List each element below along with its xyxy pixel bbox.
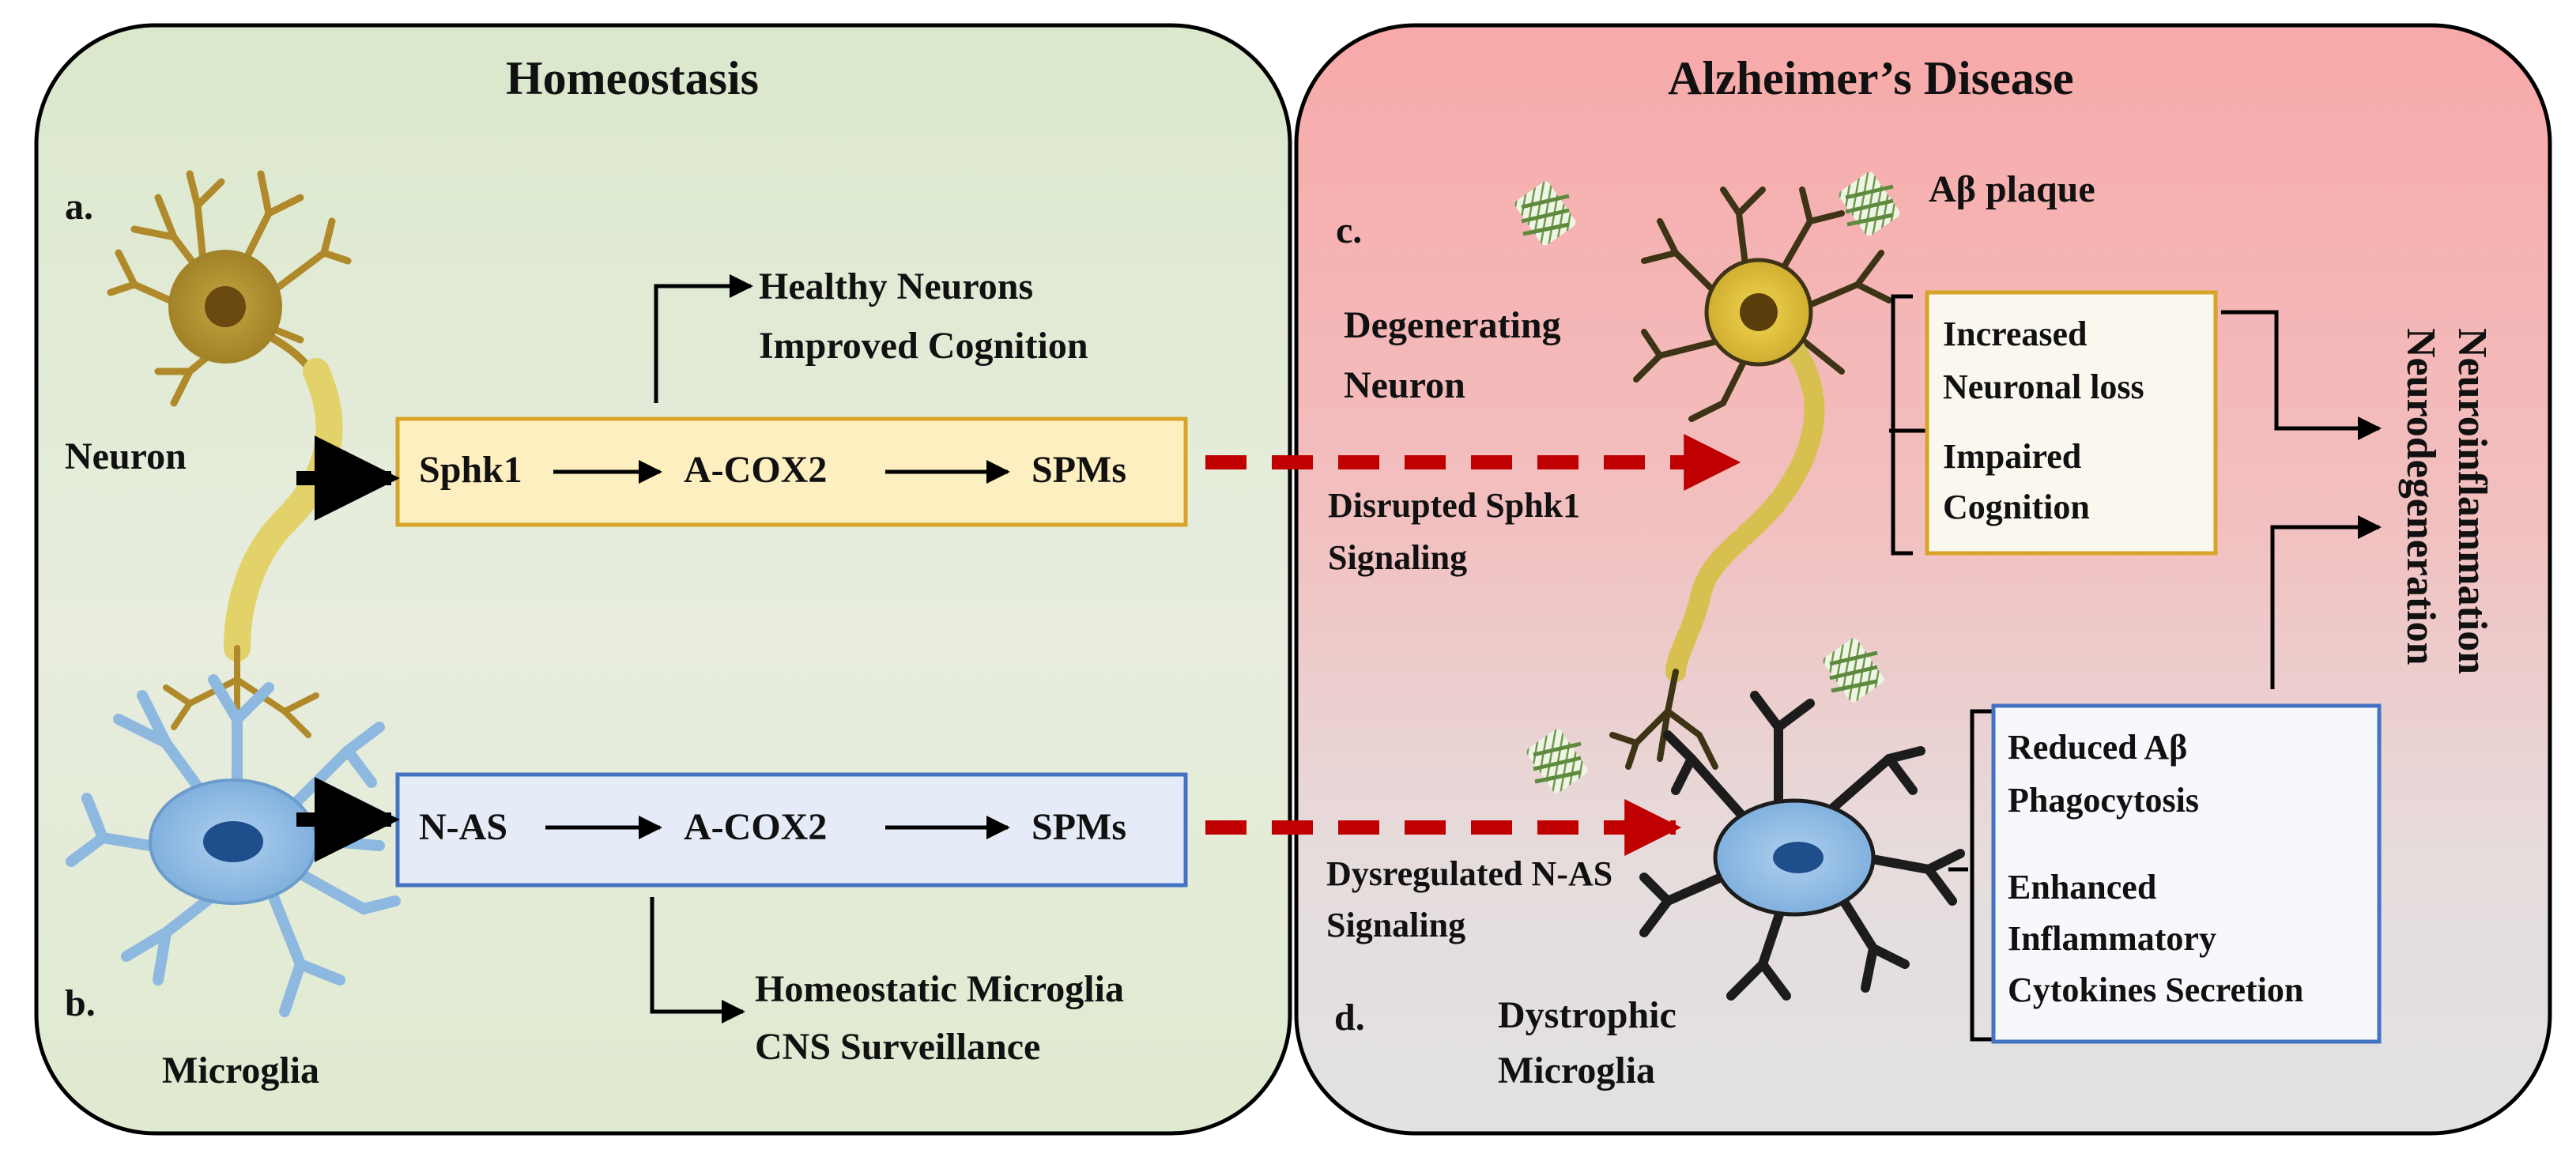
- neuron-effect-1: Increased: [1943, 315, 2088, 353]
- neuron-outcome-line-2: Improved Cognition: [759, 325, 1088, 367]
- microglia-nucleus: [203, 821, 263, 862]
- neuron-effect-4: Cognition: [1943, 488, 2090, 526]
- neuron-effect-2: Neuronal loss: [1943, 368, 2144, 406]
- neuron-label: Neuron: [65, 435, 187, 477]
- microglia-effect-5: Cytokines Secretion: [2008, 971, 2304, 1009]
- disrupted-sphk1-label-1: Disrupted Sphk1: [1328, 486, 1581, 525]
- disrupted-sphk1-label-2: Signaling: [1328, 538, 1468, 577]
- pathway-b-step-2: A-COX2: [684, 806, 828, 848]
- microglia-effect-3: Enhanced: [2008, 868, 2157, 907]
- microglia-outcome-line-2: CNS Surveillance: [755, 1026, 1041, 1068]
- microglia-outcome-arrow: [650, 897, 745, 1023]
- dystrophic-microglia-nucleus: [1773, 842, 1824, 873]
- microglia-effect-1: Reduced Aβ: [2008, 728, 2188, 767]
- microglia-effects-to-outcome-arrow: [2270, 515, 2382, 689]
- neuron-effect-3: Impaired: [1943, 437, 2082, 476]
- outcome-neuroinflammation: Neuroinflammation: [2450, 328, 2495, 675]
- alzheimers-title: Alzheimer’s Disease: [1668, 52, 2074, 104]
- neuron-effects-box: [1925, 290, 2218, 556]
- homeostasis-title: Homeostasis: [506, 52, 759, 104]
- degenerating-neuron-label-1: Degenerating: [1344, 304, 1561, 346]
- neuron-pathway-box: [395, 417, 1188, 527]
- microglia-effect-4: Inflammatory: [2008, 919, 2216, 958]
- neuron-outcome-arrow: [654, 274, 753, 403]
- microglia-pathway-box: [395, 772, 1188, 888]
- neuron-effects-to-outcome-arrow: [2221, 310, 2382, 440]
- microglia-effects-box: [1991, 703, 2382, 1044]
- neuron-icon: [107, 170, 352, 738]
- plaque-label: Aβ plaque: [1929, 168, 2095, 210]
- pathway-b-step-3: SPMs: [1032, 806, 1126, 848]
- microglia-outcome-line-1: Homeostatic Microglia: [755, 968, 1124, 1010]
- microglia-label: Microglia: [162, 1050, 320, 1091]
- dysregulated-nas-label-2: Signaling: [1326, 906, 1466, 944]
- dystrophic-microglia-label-1: Dystrophic: [1498, 994, 1676, 1036]
- pathway-a-step-3: SPMs: [1032, 449, 1126, 491]
- pathway-b-step-1: N-AS: [419, 806, 508, 848]
- dystrophic-microglia-label-2: Microglia: [1498, 1050, 1656, 1091]
- degenerating-neuron-icon: [1609, 187, 1892, 770]
- panel-a-tag: a.: [65, 186, 93, 228]
- microglia-effect-2: Phagocytosis: [2008, 781, 2199, 820]
- bracket-icon: [1948, 709, 1992, 1042]
- degenerating-neuron-label-2: Neuron: [1344, 364, 1465, 406]
- neuron-nucleus: [205, 286, 246, 327]
- degenerating-neuron-nucleus: [1740, 293, 1778, 331]
- panel-b-tag: b.: [65, 982, 96, 1024]
- pathway-a-step-2: A-COX2: [684, 449, 828, 491]
- pathway-a-step-1: Sphk1: [419, 449, 522, 491]
- panel-d-tag: d.: [1334, 997, 1365, 1038]
- bracket-icon: [1889, 294, 1929, 556]
- neuron-outcome-line-1: Healthy Neurons: [759, 266, 1034, 307]
- dystrophic-microglia-icon: [1639, 691, 1965, 1001]
- outcome-neurodegeneration: Neurodegeneration: [2398, 328, 2443, 665]
- panel-c-tag: c.: [1336, 209, 1363, 251]
- dysregulated-nas-label-1: Dysregulated N-AS: [1326, 854, 1613, 893]
